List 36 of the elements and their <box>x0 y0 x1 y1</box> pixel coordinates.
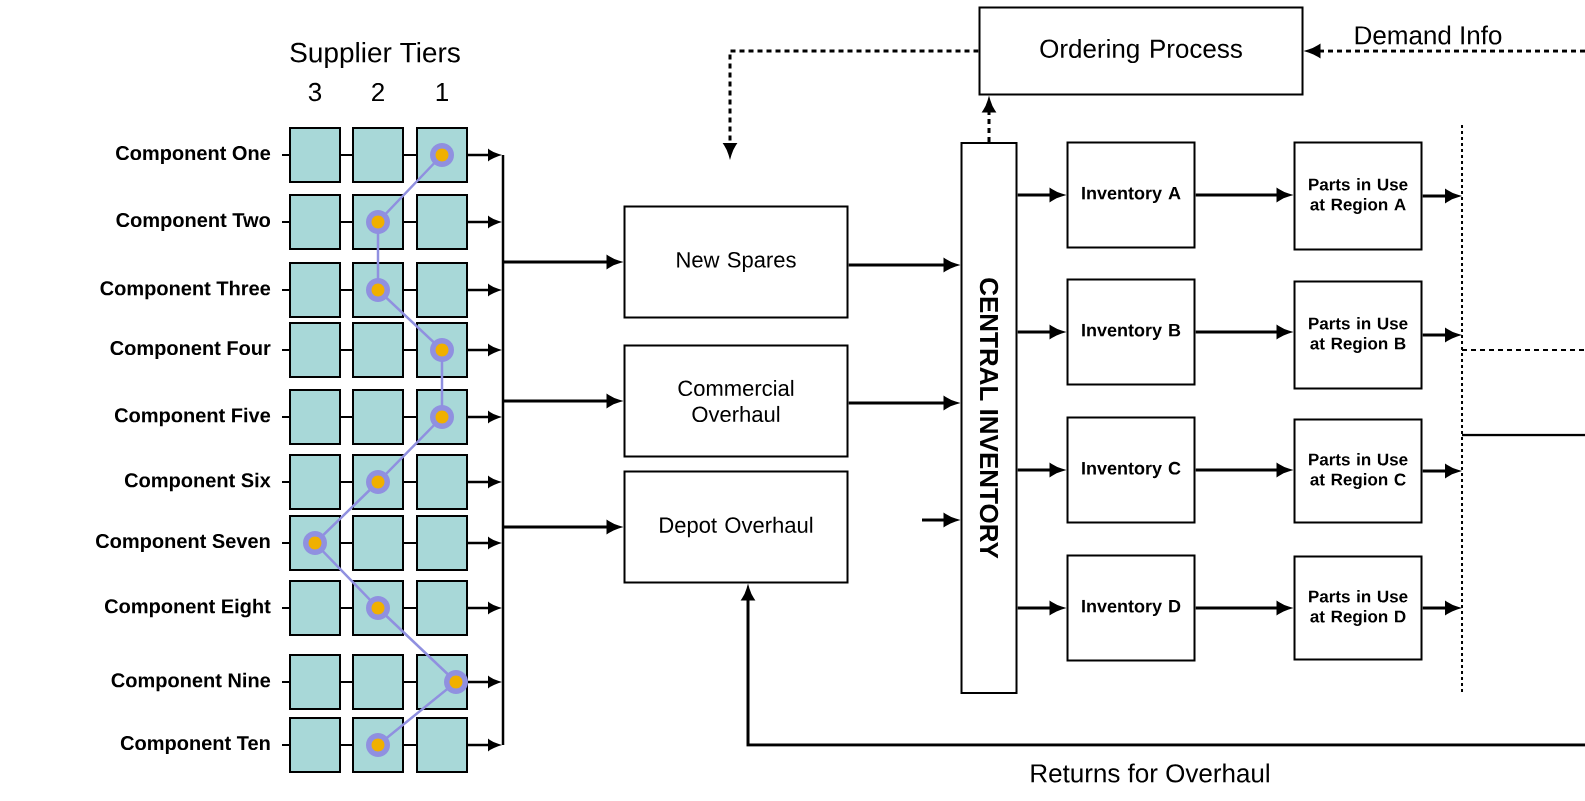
component-label: Component Four <box>110 340 271 360</box>
process-box: Commercial Overhaul <box>623 344 849 458</box>
arrow <box>1422 601 1459 615</box>
region-box: Parts in Use at Region C <box>1293 418 1423 524</box>
process-box: Ordering Process <box>978 6 1304 96</box>
component-label: Component Seven <box>96 533 270 553</box>
inventory-box: Inventory C <box>1066 416 1196 524</box>
arrow <box>1422 189 1459 203</box>
arrow <box>1422 328 1459 342</box>
component-label: Component Six <box>124 472 271 492</box>
edge-label: Returns for Overhaul <box>1027 761 1273 785</box>
component-label: Component Two <box>116 212 271 232</box>
region-box: Parts in Use at Region D <box>1293 555 1423 661</box>
process-box: Depot Overhaul <box>623 470 849 584</box>
component-label: Component Ten <box>120 735 270 755</box>
inventory-box: Inventory D <box>1066 554 1196 662</box>
arrow <box>982 99 996 142</box>
inventory-box: Inventory A <box>1066 141 1196 249</box>
tier-number: 1 <box>436 83 448 101</box>
arrow <box>723 49 979 157</box>
region-box: Parts in Use at Region B <box>1293 280 1423 390</box>
component-label: Component Eight <box>105 598 271 618</box>
edge-label: Demand Info <box>1351 23 1505 47</box>
component-label: Component Nine <box>111 672 271 692</box>
inventory-column-box: CENTRAL INVENTORY <box>960 142 1018 694</box>
tier-number: 3 <box>308 82 322 102</box>
region-box: Parts in Use at Region A <box>1293 141 1423 251</box>
component-label: Component Five <box>114 407 271 427</box>
heading: Supplier Tiers <box>290 41 460 69</box>
tier-number: 2 <box>372 82 384 102</box>
component-label: Component One <box>116 145 271 165</box>
component-label: Component Three <box>100 280 271 300</box>
process-box: New Spares <box>623 205 849 319</box>
arrow <box>1307 44 1585 58</box>
arrow <box>1422 464 1459 478</box>
inventory-box: Inventory B <box>1066 278 1196 386</box>
